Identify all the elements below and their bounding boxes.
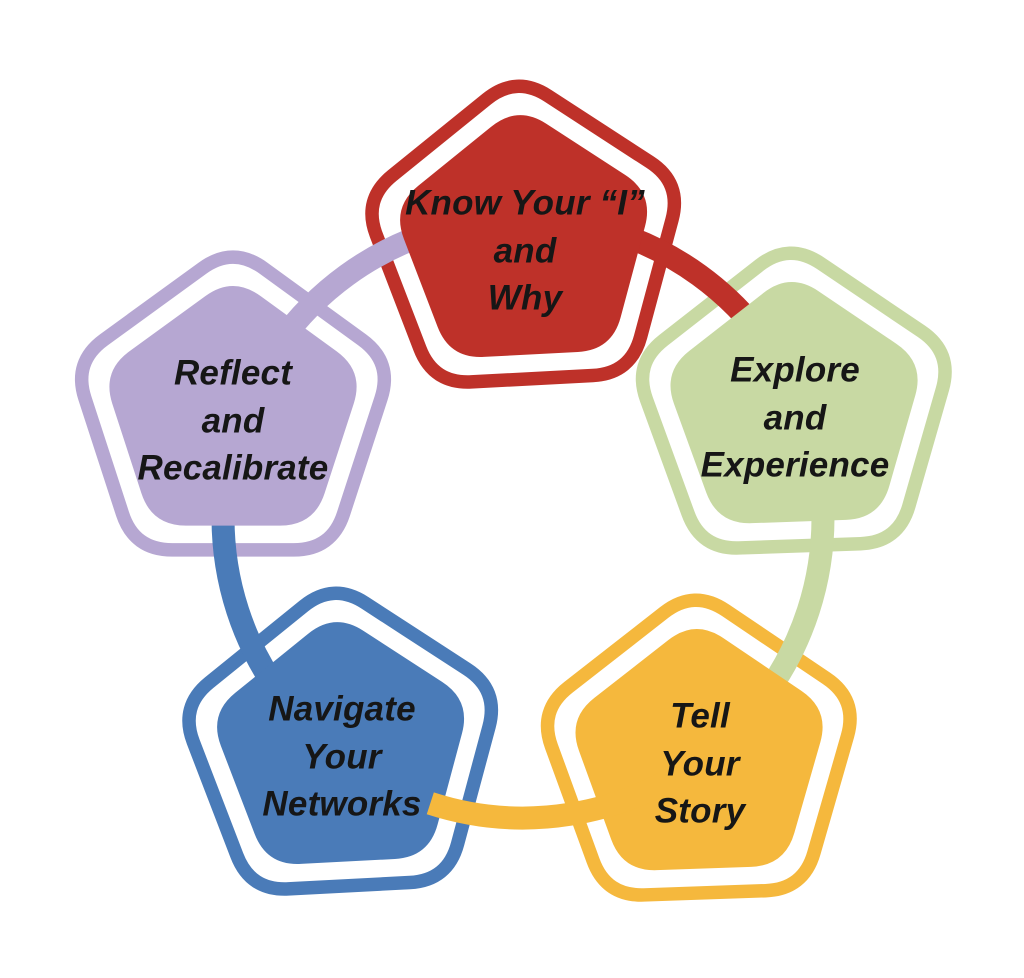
- pentagon-fill-reflect-and-recalibrate: [109, 286, 357, 526]
- connector-tell-to-navigate: [426, 751, 707, 830]
